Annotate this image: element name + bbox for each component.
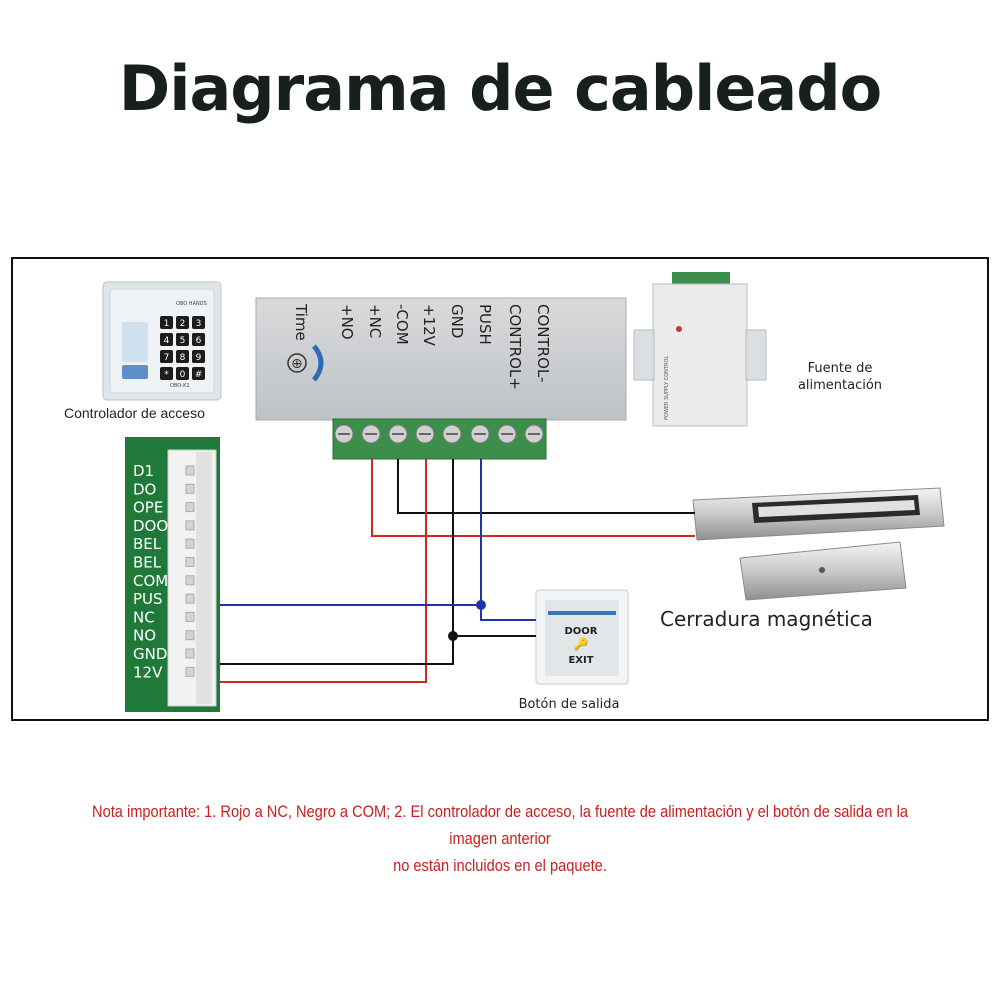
pcb-pin-label: NC [133, 608, 155, 626]
keypad-key-label: 0 [180, 370, 186, 380]
keypad-key-label: 5 [180, 336, 186, 346]
keypad-key [176, 350, 189, 363]
keypad-key [176, 367, 189, 380]
pcb-pin-slot [185, 557, 195, 567]
pcb-pin-label: NO [133, 627, 156, 645]
door-text: DOOR [564, 626, 597, 637]
control-box-terminal-labels: CONTROL- CONTROL+ PUSH GND +12V -COM +NC +NO Tim… [292, 303, 552, 390]
power-supply: POWER SUPPLY CONTROL [633, 272, 767, 427]
keypad-key-label: 1 [164, 319, 170, 329]
keypad-key-label: 9 [196, 353, 202, 363]
note-line-1: Nota importante: 1. Rojo a NC, Negro a C… [92, 802, 908, 848]
important-note: Nota importante: 1. Rojo a NC, Negro a C… [87, 798, 913, 879]
keypad-key [160, 333, 173, 346]
pcb-pin-label: GND [133, 645, 167, 663]
pcb-pin-slot [185, 666, 195, 677]
control-box: ⊕ CONTROL- CONTROL+ PUSH GND +12V -COM +NC +NO T… [255, 297, 627, 460]
keypad-key [160, 367, 173, 380]
note-line-2: no están incluidos en el paquete. [393, 856, 607, 875]
keypad-key [160, 350, 173, 363]
magnetic-lock-label: Cerradura magnética [660, 607, 873, 631]
exit-button-label: Botón de salida [519, 697, 620, 712]
keypad-key-label: 7 [164, 353, 170, 363]
blue-wire-push [480, 459, 536, 621]
keypad-key [176, 316, 189, 329]
control-box-terminal-label: +NC [366, 304, 384, 338]
pcb-pin-slot [185, 593, 195, 604]
black-wire-lock [397, 459, 695, 514]
keypad-key [192, 333, 205, 346]
keypad-key-label: 2 [180, 319, 186, 329]
pcb-pin-label: PUS [133, 590, 163, 608]
diagram-frame [11, 257, 989, 721]
power-supply-label-line1: Fuente de [808, 361, 873, 376]
keypad-key [192, 367, 205, 380]
keypad-model: OBO-K1 [170, 383, 190, 389]
keypad-key-label: 6 [196, 336, 202, 346]
control-box-terminal-label: -COM [393, 304, 411, 345]
blue-junction [476, 600, 486, 610]
terminal-screws [334, 424, 544, 444]
control-box-terminal-label: CONTROL- [534, 304, 552, 382]
pcb-pin-slot [185, 520, 195, 531]
red-wire-lock [371, 459, 695, 537]
pcb-pin-label: OPE [133, 499, 163, 517]
pcb-pin-label: DO [133, 480, 156, 498]
keypad-key-label: 8 [180, 353, 186, 363]
keypad-key [176, 333, 189, 346]
pcb-pin-slot [185, 538, 195, 549]
keypad-key-label: 4 [164, 336, 170, 346]
control-box-terminal-label: PUSH [476, 304, 494, 345]
control-box-terminal-label: Time [292, 303, 310, 341]
magnetic-lock [692, 487, 945, 601]
pcb-pin-slot [185, 648, 195, 659]
access-controller-label: Controlador de acceso [64, 405, 205, 421]
keypad-key [192, 350, 205, 363]
pcb-pin-label: BEL [133, 554, 162, 572]
pcb-pin-label: DOO [133, 517, 168, 535]
pcb-pin-slot [185, 630, 195, 641]
svg-text:POWER SUPPLY CONTROL: POWER SUPPLY CONTROL [664, 356, 670, 420]
pcb-pin-slot [185, 575, 195, 586]
power-supply-label-line2: alimentación [798, 378, 882, 393]
exit-button-device: DOOR 🔑 EXIT [535, 589, 629, 685]
pcb-pin-slots [185, 465, 195, 677]
pcb-pin-label: COM [133, 572, 168, 590]
wires [220, 459, 695, 683]
page-title: Diagrama de cableado [118, 52, 882, 125]
rfid-card-icon [122, 365, 148, 379]
black-junction [448, 631, 458, 641]
key-icon: 🔑 [574, 636, 589, 651]
pcb-pin-slot [185, 483, 195, 494]
keypad-key-label: 3 [196, 319, 202, 329]
keypad-key-label: # [195, 370, 203, 380]
keypad-key-label: * [164, 370, 169, 380]
exit-text: EXIT [568, 655, 593, 666]
pcb-pin-label: 12V [133, 663, 163, 681]
pcb-pin-label: BEL [133, 535, 162, 553]
control-box-terminal-label: GND [448, 304, 466, 338]
control-box-terminal-label: CONTROL+ [506, 304, 524, 390]
pcb-pin-slot [185, 465, 195, 476]
pcb-pin-slot [185, 502, 195, 513]
control-box-terminal-label: +12V [420, 304, 438, 347]
black-wire-gnd [220, 459, 454, 665]
pcb-pin-slot [185, 611, 195, 622]
rfid-area [122, 322, 148, 362]
keypad-key [192, 316, 205, 329]
keypad-key [160, 316, 173, 329]
svg-text:⊕: ⊕ [291, 356, 303, 372]
red-wire-12v [220, 459, 427, 683]
pcb-pin-label: D1 [133, 462, 154, 480]
control-box-terminal-label: +NO [338, 304, 356, 340]
keypad-brand: OBO HANDS [176, 301, 207, 307]
